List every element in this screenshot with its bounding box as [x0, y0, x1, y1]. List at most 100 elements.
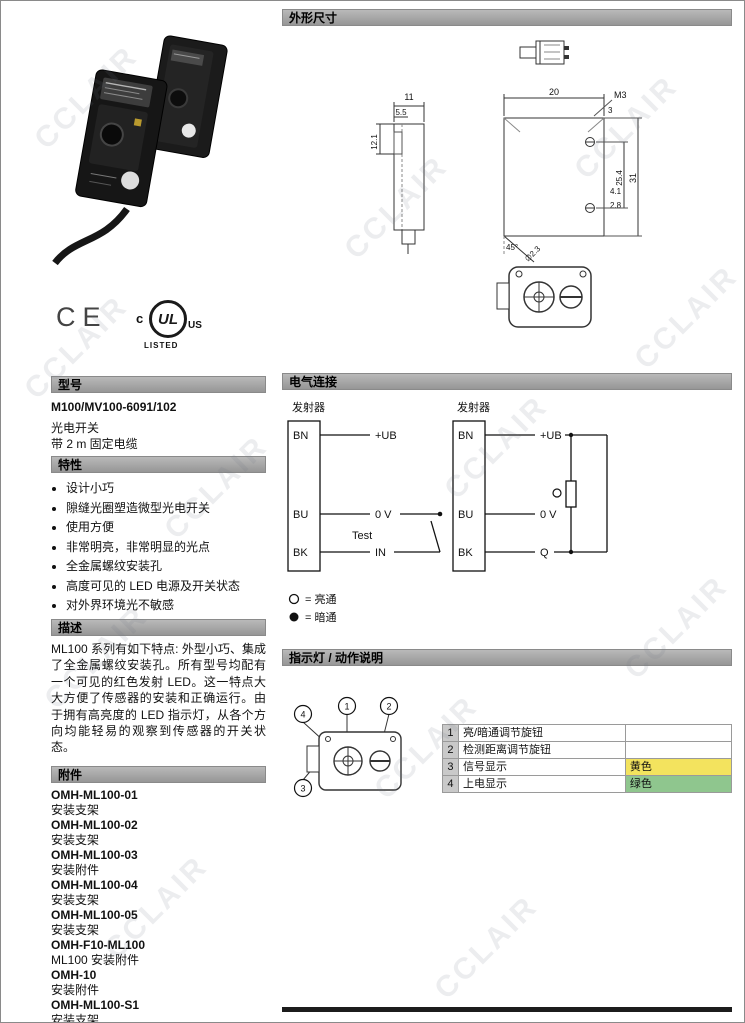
indicator-table: 1 亮/暗通调节旋钮 2 检测距离调节旋钮 3 信号显示 黄色 4 上电显示 — [442, 724, 733, 793]
test-label: Test — [352, 530, 372, 542]
model-desc-1: 光电开关 — [51, 421, 100, 435]
legend-light-on-symbol — [288, 593, 300, 605]
wiring-diagram: 发射器 BN BU BK +UB 0 V IN Test 发射器 — [287, 400, 608, 624]
dim-3: 3 — [608, 106, 613, 115]
accessory-desc: ML100 安装附件 — [51, 953, 140, 967]
accessory-code: OMH-10 — [51, 968, 97, 982]
accessory-code: OMH-ML100-05 — [51, 908, 138, 922]
dim-11: 11 — [404, 92, 413, 102]
section-description-header: 描述 — [51, 619, 266, 636]
accessory-desc: 安装支架 — [51, 923, 100, 937]
accessory-code: OMH-ML100-S1 — [51, 998, 140, 1012]
ul-logo: UL — [149, 300, 187, 338]
signal-in: IN — [375, 547, 386, 559]
row-number: 1 — [442, 724, 459, 742]
row-color-yellow: 黄色 — [624, 758, 733, 776]
callout-3: 3 — [300, 784, 305, 794]
accessory-desc: 安装附件 — [51, 863, 100, 877]
dim-m3: M3 — [614, 90, 627, 100]
footer-bar — [282, 1007, 732, 1012]
accessory-desc: 安装支架 — [51, 1013, 100, 1023]
row-color-green: 绿色 — [624, 775, 733, 793]
accessory-desc: 安装附件 — [51, 983, 100, 997]
section-indicator: 指示灯 / 动作说明 4 1 — [282, 649, 733, 816]
signal-ub: +UB — [375, 430, 397, 442]
feature-item: 设计小巧 — [66, 479, 266, 499]
section-dimensions: 外形尺寸 — [282, 9, 732, 361]
section-wiring: 电气连接 发射器 BN BU BK +UB 0 V IN Test — [282, 373, 732, 638]
signal-q: Q — [540, 547, 549, 559]
legend-dark-on: = 暗通 — [305, 610, 336, 624]
dim-5-5: 5.5 — [395, 108, 407, 117]
sensor-cable — [52, 206, 130, 266]
row-number: 2 — [442, 741, 459, 759]
dim-2-8: 2.8 — [610, 201, 622, 210]
indicator-drawing: 4 1 2 3 — [293, 696, 402, 798]
ul-us-label: US — [188, 320, 202, 331]
row-desc: 信号显示 — [457, 758, 626, 776]
ul-c-label: c — [136, 311, 144, 326]
accessory-desc: 安装支架 — [51, 803, 100, 817]
ce-mark: CE — [56, 302, 108, 332]
accessories-list: OMH-ML100-01 安装支架 OMH-ML100-02 安装支架 OMH-… — [51, 788, 266, 1023]
table-row: 2 检测距离调节旋钮 — [442, 741, 733, 759]
pin-bk: BK — [293, 547, 308, 559]
feature-item: 非常明亮，非常明显的光点 — [66, 538, 266, 558]
dim-12-1: 12.1 — [370, 134, 379, 150]
row-desc: 检测距离调节旋钮 — [457, 741, 626, 759]
callout-1: 1 — [344, 702, 349, 712]
dimension-drawings: 11 5.5 12.1 — [282, 26, 732, 361]
front-view-drawing: 20 M3 3 4.1 2.8 25.4 31 — [503, 87, 642, 263]
callout-2: 2 — [386, 702, 391, 712]
accessory-code: OMH-F10-ML100 — [51, 938, 146, 952]
sensor-front — [75, 69, 168, 208]
section-wiring-header: 电气连接 — [282, 373, 732, 390]
wiring-left-title: 发射器 — [292, 400, 325, 414]
features-list: 设计小巧 隙缝光圈塑造微型光电开关 使用方便 非常明亮，非常明显的光点 全金属螺… — [51, 479, 266, 616]
model-name: M100/MV100-6091/102 — [51, 400, 177, 414]
feature-item: 使用方便 — [66, 518, 266, 538]
section-model: 型号 M100/MV100-6091/102 光电开关 带 2 m 固定电缆 — [51, 376, 266, 452]
section-accessories: 附件 OMH-ML100-01 安装支架 OMH-ML100-02 安装支架 O… — [51, 766, 266, 1023]
dim-4-1: 4.1 — [610, 187, 622, 196]
watermark: CCLAIR — [428, 889, 545, 1006]
section-model-header: 型号 — [51, 376, 266, 393]
row-color — [624, 741, 733, 759]
dim-20: 20 — [549, 87, 559, 97]
pin-bu: BU — [293, 509, 308, 521]
callout-4: 4 — [300, 710, 305, 720]
connector-side-drawing — [519, 40, 569, 65]
sensor-back — [145, 35, 228, 158]
section-description: 描述 ML100 系列有如下特点: 外型小巧、集成了全金属螺纹安装孔。所有型号均… — [51, 619, 266, 756]
feature-item: 高度可见的 LED 电源及开关状态 — [66, 577, 266, 597]
row-desc: 亮/暗通调节旋钮 — [457, 724, 626, 742]
section-features: 特性 设计小巧 隙缝光圈塑造微型光电开关 使用方便 非常明亮，非常明显的光点 全… — [51, 456, 266, 616]
accessory-code: OMH-ML100-02 — [51, 818, 138, 832]
table-row: 1 亮/暗通调节旋钮 — [442, 724, 733, 742]
legend-dark-on-symbol — [289, 612, 299, 622]
dim-25-4: 25.4 — [615, 170, 624, 186]
legend-light-on: = 亮通 — [305, 592, 336, 606]
ul-listed-label: LISTED — [144, 341, 179, 350]
row-number: 3 — [442, 758, 459, 776]
side-view-drawing: 11 5.5 12.1 — [370, 92, 425, 254]
connector-face-drawing — [496, 266, 592, 328]
section-accessories-header: 附件 — [51, 766, 266, 783]
row-number: 4 — [442, 775, 459, 793]
certification-marks: CE c UL US LISTED — [56, 298, 216, 354]
pin-bn: BN — [458, 430, 473, 442]
accessory-code: OMH-ML100-03 — [51, 848, 138, 862]
model-desc-2: 带 2 m 固定电缆 — [51, 437, 138, 451]
feature-item: 隙缝光圈塑造微型光电开关 — [66, 499, 266, 519]
wiring-right-title: 发射器 — [457, 400, 490, 414]
signal-0v: 0 V — [375, 509, 392, 521]
load-resistor — [565, 480, 577, 508]
section-features-header: 特性 — [51, 456, 266, 473]
row-desc: 上电显示 — [457, 775, 626, 793]
section-indicator-header: 指示灯 / 动作说明 — [282, 649, 732, 666]
feature-item: 对外界环境光不敏感 — [66, 596, 266, 616]
pin-bu: BU — [458, 509, 473, 521]
feature-item: 全金属螺纹安装孔 — [66, 557, 266, 577]
dim-45deg: 45° — [506, 243, 518, 252]
